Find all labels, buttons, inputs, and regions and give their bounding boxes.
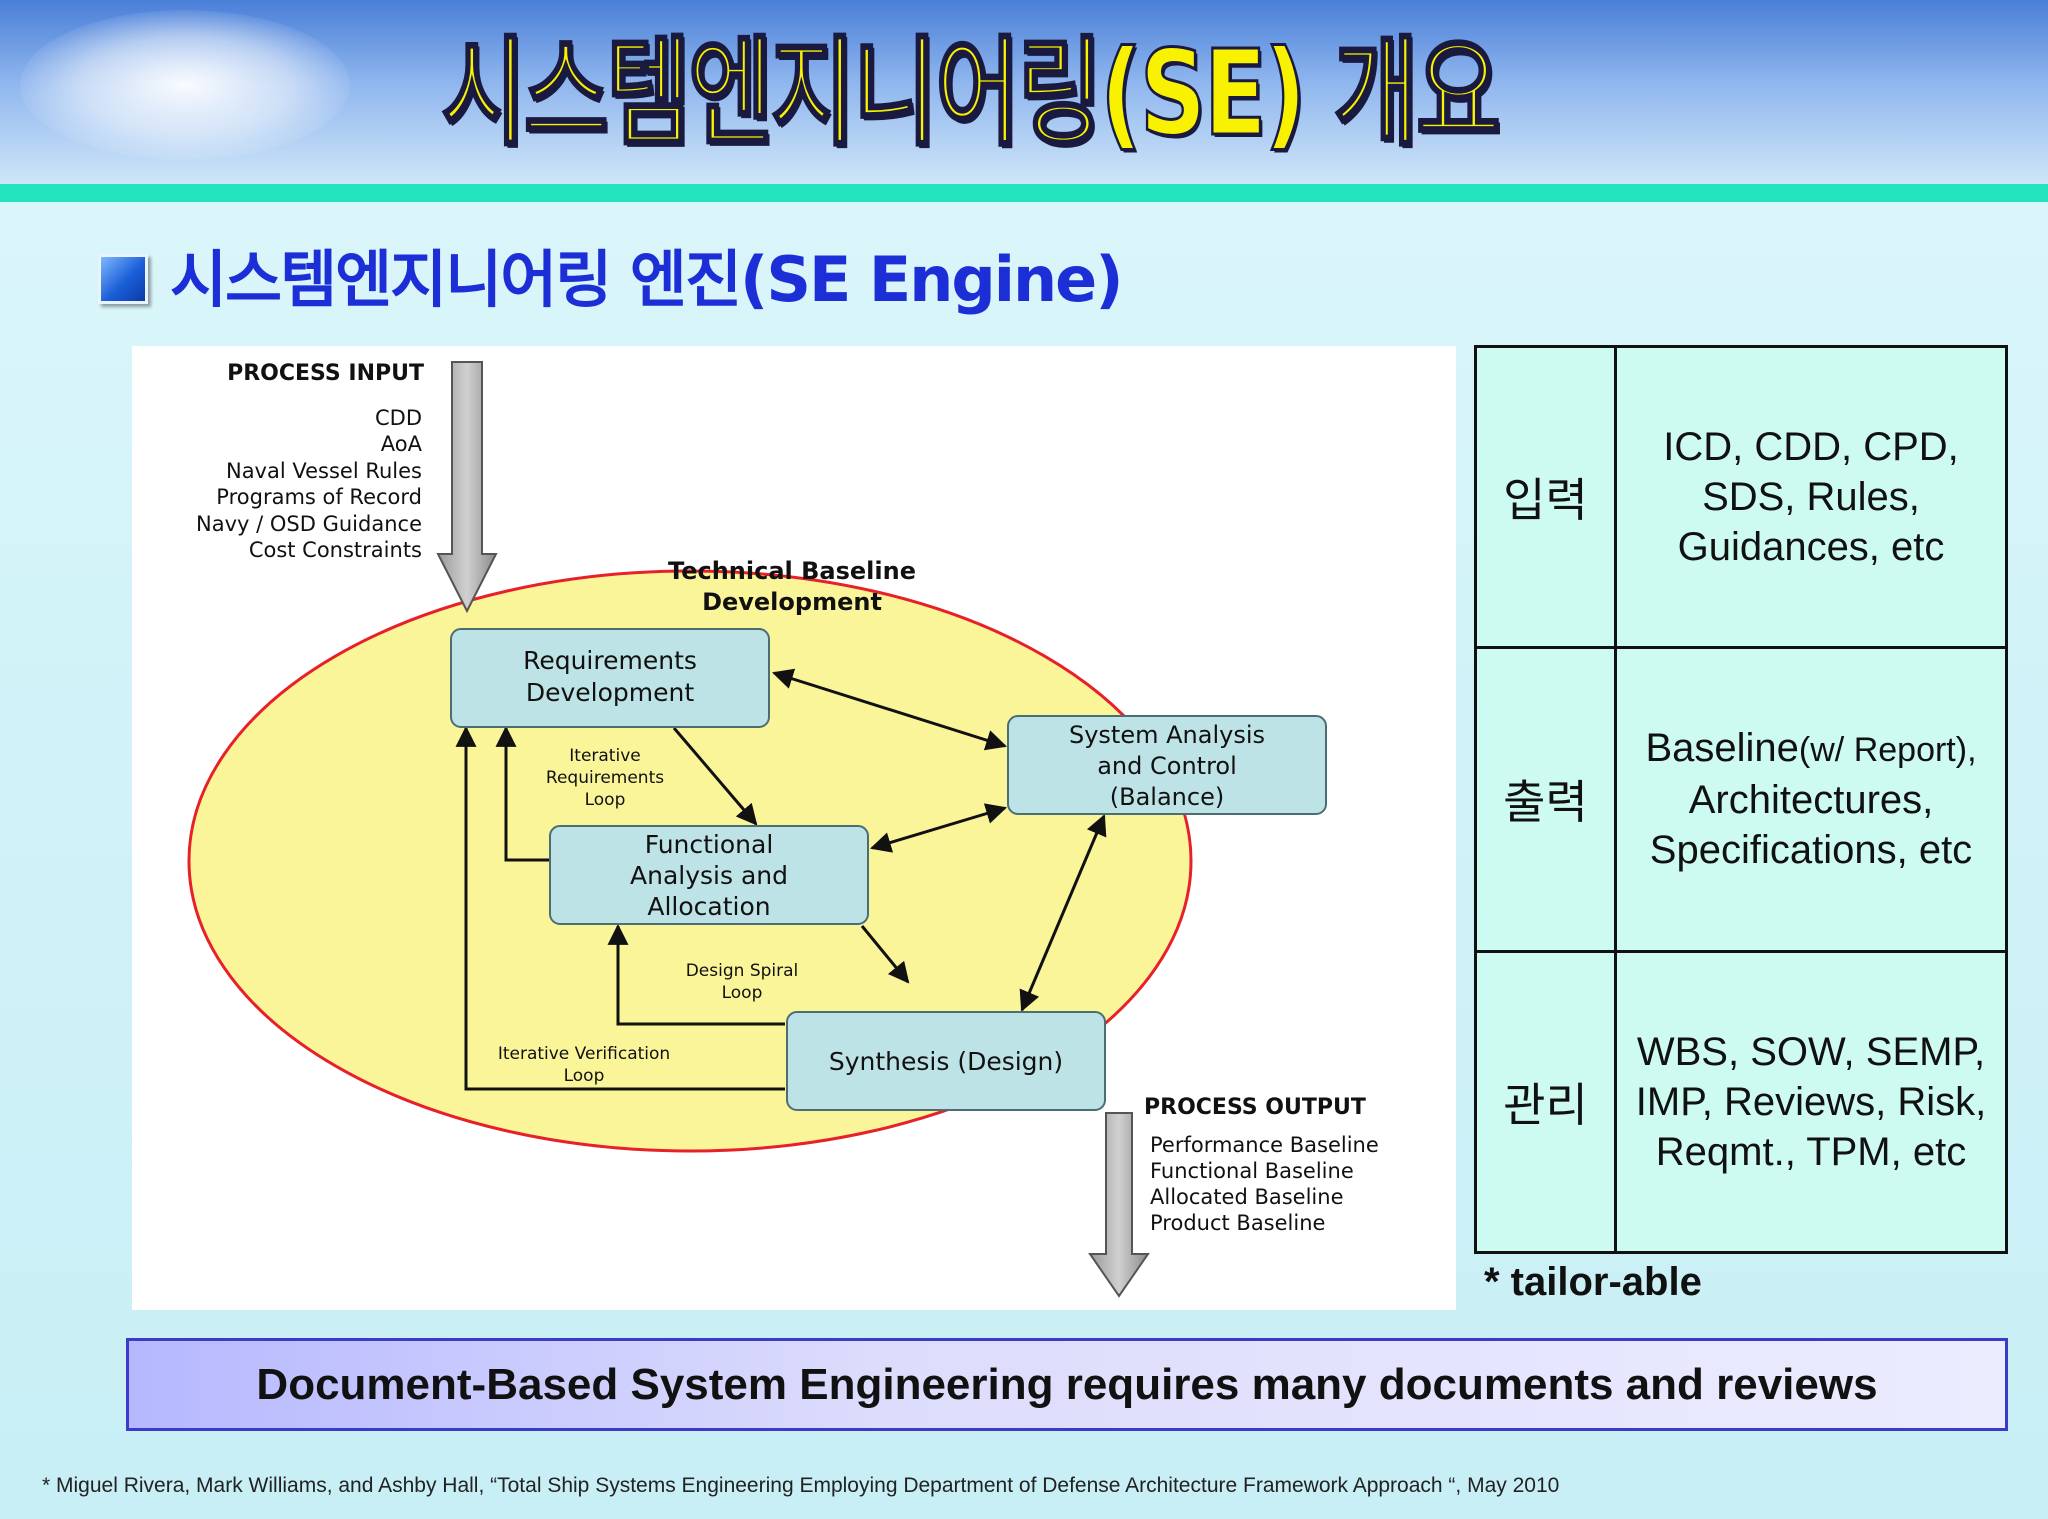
table-row: 출력 Baseline(w/ Report), Architectures, S… xyxy=(1474,645,2008,954)
process-input-item: Programs of Record xyxy=(216,485,422,509)
process-input-title: PROCESS INPUT xyxy=(227,361,424,386)
func-sys-arrow xyxy=(869,803,1008,853)
process-output-item: Product Baseline xyxy=(1150,1211,1325,1235)
process-input-item: Cost Constraints xyxy=(249,538,422,562)
process-output-list: Performance Baseline Functional Baseline… xyxy=(1150,1133,1379,1235)
citation: * Miguel Rivera, Mark Williams, and Ashb… xyxy=(42,1474,1560,1497)
row-value-input: ICD, CDD, CPD, SDS, Rules, Guidances, et… xyxy=(1614,345,2008,649)
process-input-item: Navy / OSD Guidance xyxy=(196,512,422,536)
loop-label: Requirements xyxy=(546,768,664,788)
value-line: WBS, SOW, SEMP, xyxy=(1636,1030,1986,1075)
row-label-management: 관리 xyxy=(1474,950,1617,1254)
process-output-item: Allocated Baseline xyxy=(1150,1185,1344,1209)
row-label-output: 출력 xyxy=(1474,645,1617,954)
value-line: Guidances, etc xyxy=(1677,524,1945,569)
value-line: Architectures, xyxy=(1688,778,1934,823)
box-label: System Analysis xyxy=(1069,721,1265,749)
requirements-loop-line xyxy=(495,725,550,862)
sys-synth-arrow xyxy=(1019,814,1107,1012)
process-output-item: Performance Baseline xyxy=(1150,1133,1379,1157)
table-row: 관리 WBS, SOW, SEMP, IMP, Reviews, Risk, R… xyxy=(1474,950,2008,1254)
page-title: 시스템엔지니어링(SE) 개요 xyxy=(440,23,1502,164)
table-row: 입력 ICD, CDD, CPD, SDS, Rules, Guidances,… xyxy=(1474,345,2008,649)
loop-label: Loop xyxy=(564,1066,605,1086)
system-analysis-box: System Analysis and Control (Balance) xyxy=(1007,715,1327,815)
process-input-item: CDD xyxy=(375,406,422,430)
design-loop-line xyxy=(607,923,785,1026)
process-input-arrow xyxy=(436,361,498,614)
value-line: Baseline(w/ Report), xyxy=(1618,723,2004,775)
section-title: 시스템엔지니어링 엔진(SE Engine) xyxy=(170,243,1124,316)
box-label: Allocation xyxy=(647,892,770,921)
req-sys-arrow xyxy=(771,668,1008,751)
process-input-item: AoA xyxy=(381,432,423,456)
value-line: ICD, CDD, CPD, xyxy=(1663,424,1959,469)
process-output-item: Functional Baseline xyxy=(1150,1159,1354,1183)
loop-label: Loop xyxy=(722,983,763,1003)
loop-label: Loop xyxy=(585,790,626,810)
summary-banner: Document-Based System Engineering requir… xyxy=(126,1338,2008,1431)
box-label: Analysis and xyxy=(630,861,788,890)
value-line: Reqmt., TPM, etc xyxy=(1655,1130,1967,1175)
tailor-note: * tailor-able xyxy=(1484,1260,1702,1304)
loop-label: Design Spiral xyxy=(686,961,799,981)
process-output-arrow xyxy=(1088,1112,1150,1298)
baseline-title-line: Technical Baseline xyxy=(668,557,916,585)
box-label: Requirements xyxy=(523,646,697,675)
row-value-management: WBS, SOW, SEMP, IMP, Reviews, Risk, Reqm… xyxy=(1614,950,2008,1254)
value-line: SDS, Rules, xyxy=(1702,474,1920,519)
synthesis-box: Synthesis (Design) xyxy=(786,1011,1106,1111)
summary-text: Document-Based System Engineering requir… xyxy=(256,1359,1878,1409)
box-label: and Control xyxy=(1097,752,1237,780)
req-func-arrow xyxy=(672,727,758,826)
box-label: Functional xyxy=(645,830,774,859)
header-divider xyxy=(0,184,2048,202)
box-label: Synthesis (Design) xyxy=(829,1047,1063,1076)
value-line: IMP, Reviews, Risk, xyxy=(1635,1080,1987,1125)
process-input-list: CDD AoA Naval Vessel Rules Programs of R… xyxy=(196,406,423,562)
functional-analysis-box: Functional Analysis and Allocation xyxy=(549,825,869,925)
baseline-title-line: Development xyxy=(702,588,882,616)
value-small: (w/ Report), xyxy=(1798,731,1977,770)
process-input-item: Naval Vessel Rules xyxy=(226,459,422,483)
square-bullet-icon xyxy=(98,254,148,304)
box-label: Development xyxy=(526,678,694,707)
header-banner: 시스템엔지니어링(SE) 개요 xyxy=(0,0,2048,184)
value-main: Baseline xyxy=(1645,726,1799,771)
se-engine-svg: PROCESS INPUT CDD AoA Naval Vessel Rules… xyxy=(187,361,1379,1298)
requirements-development-box: Requirements Development xyxy=(450,628,770,728)
loop-label: Iterative Verification xyxy=(498,1044,670,1064)
loop-label: Iterative xyxy=(569,746,640,766)
row-value-output: Baseline(w/ Report), Architectures, Spec… xyxy=(1614,645,2008,954)
verification-loop-line xyxy=(455,725,785,1091)
process-output-title: PROCESS OUTPUT xyxy=(1144,1095,1366,1120)
se-engine-diagram: PROCESS INPUT CDD AoA Naval Vessel Rules… xyxy=(132,346,1456,1310)
header-glow xyxy=(20,10,350,160)
box-label: (Balance) xyxy=(1110,783,1224,811)
se-io-table: 입력 ICD, CDD, CPD, SDS, Rules, Guidances,… xyxy=(1474,345,2008,1254)
row-label-input: 입력 xyxy=(1474,345,1617,649)
func-synth-arrow xyxy=(860,925,910,984)
value-line: Specifications, etc xyxy=(1649,828,1973,873)
